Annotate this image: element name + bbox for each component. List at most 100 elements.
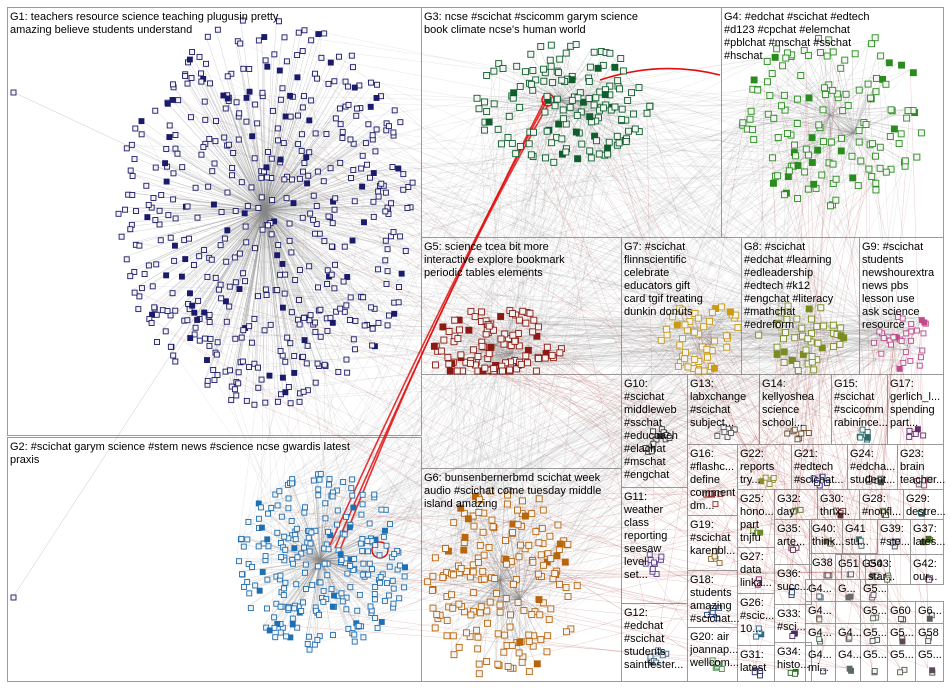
node-g2 bbox=[293, 537, 298, 542]
node-g3 bbox=[481, 99, 487, 105]
node-g3 bbox=[614, 133, 620, 139]
node-g1 bbox=[130, 192, 135, 197]
node-g1 bbox=[278, 97, 283, 102]
node-g6 bbox=[515, 522, 521, 528]
node-g1 bbox=[240, 359, 245, 364]
node-g2 bbox=[265, 577, 270, 582]
node-g2 bbox=[391, 586, 396, 591]
node-g1 bbox=[216, 287, 221, 292]
node-g6 bbox=[548, 556, 554, 562]
node-g3 bbox=[559, 77, 565, 83]
node-g4 bbox=[806, 152, 812, 158]
node-g1 bbox=[166, 213, 171, 218]
node-g1 bbox=[237, 111, 242, 116]
node-g1 bbox=[155, 339, 160, 344]
edge bbox=[548, 63, 900, 316]
node-g2 bbox=[273, 635, 278, 640]
node-g3 bbox=[528, 51, 534, 57]
node-g8 bbox=[838, 325, 844, 331]
node-g1 bbox=[295, 317, 300, 322]
node-g11 bbox=[650, 567, 655, 572]
node-g1 bbox=[284, 196, 289, 201]
node-g2 bbox=[397, 563, 402, 568]
node-g4 bbox=[751, 137, 757, 143]
node-g8 bbox=[815, 340, 821, 346]
node-g6 bbox=[480, 568, 486, 574]
node-g6 bbox=[548, 606, 554, 612]
node-g4 bbox=[827, 203, 833, 209]
node-g1 bbox=[129, 142, 134, 147]
node-g1 bbox=[410, 180, 415, 185]
node-g6 bbox=[442, 546, 448, 552]
node-g1 bbox=[255, 294, 260, 299]
node-g2 bbox=[352, 639, 357, 644]
node-g2 bbox=[375, 626, 380, 631]
node-g6 bbox=[509, 643, 515, 649]
node-g2 bbox=[284, 634, 289, 639]
node-g4 bbox=[872, 35, 878, 41]
node-g8 bbox=[814, 323, 820, 329]
node-g1 bbox=[263, 58, 268, 63]
node-g3 bbox=[606, 139, 612, 145]
node-g3 bbox=[491, 68, 497, 74]
node-g4 bbox=[809, 135, 815, 141]
node-g1 bbox=[163, 161, 168, 166]
node-g2 bbox=[382, 598, 387, 603]
node-g6 bbox=[522, 513, 528, 519]
node-g5 bbox=[455, 336, 461, 342]
node-g2 bbox=[323, 516, 328, 521]
node-g7 bbox=[682, 322, 688, 328]
node-g1 bbox=[338, 306, 343, 311]
node-g2 bbox=[330, 494, 335, 499]
node-g1 bbox=[128, 227, 133, 232]
node-g7 bbox=[675, 363, 681, 369]
node-g2 bbox=[316, 493, 321, 498]
node-g4 bbox=[824, 53, 830, 59]
node-g1 bbox=[152, 305, 157, 310]
group-label-g11: G11:weatherclassreportingseesawlevelset.… bbox=[623, 491, 667, 581]
node-g2 bbox=[302, 510, 307, 515]
node-g6 bbox=[495, 661, 501, 667]
node-g1 bbox=[239, 335, 244, 340]
node-g4 bbox=[873, 89, 879, 95]
node-g1 bbox=[182, 238, 187, 243]
node-g3 bbox=[554, 96, 560, 102]
node-g4 bbox=[821, 85, 827, 91]
node-g1 bbox=[399, 271, 404, 276]
node-g2 bbox=[370, 567, 375, 572]
node-g6 bbox=[468, 612, 474, 618]
edge bbox=[299, 148, 516, 317]
node-g4 bbox=[899, 62, 905, 68]
node-g2 bbox=[366, 572, 371, 577]
node-g4 bbox=[764, 58, 770, 64]
node-g2 bbox=[318, 472, 323, 477]
node-g3 bbox=[612, 104, 618, 110]
node-g9 bbox=[908, 358, 913, 363]
node-g6 bbox=[450, 605, 456, 611]
node-g1 bbox=[151, 195, 156, 200]
node-g2 bbox=[279, 514, 284, 519]
node-g1 bbox=[369, 305, 374, 310]
node-g1 bbox=[330, 221, 335, 226]
group-label-g29: G29:destre... bbox=[906, 493, 946, 518]
node-g6 bbox=[574, 583, 580, 589]
node-g1 bbox=[171, 353, 176, 358]
node-g1 bbox=[233, 336, 238, 341]
node-g3 bbox=[602, 92, 608, 98]
node-g1 bbox=[265, 175, 270, 180]
node-g8 bbox=[808, 316, 814, 322]
node-g9 bbox=[909, 338, 914, 343]
node-g1 bbox=[185, 81, 190, 86]
node-g1 bbox=[193, 325, 198, 330]
node-g3 bbox=[505, 134, 511, 140]
node-g2 bbox=[275, 503, 280, 508]
node-g2 bbox=[279, 555, 284, 560]
node-g9 bbox=[899, 339, 904, 344]
node-g3 bbox=[523, 69, 529, 75]
node-g2 bbox=[331, 593, 336, 598]
node-g2 bbox=[402, 574, 407, 579]
node-g1 bbox=[116, 211, 121, 216]
node-g1 bbox=[297, 268, 302, 273]
node-g5 bbox=[535, 355, 541, 361]
node-g1 bbox=[260, 90, 265, 95]
